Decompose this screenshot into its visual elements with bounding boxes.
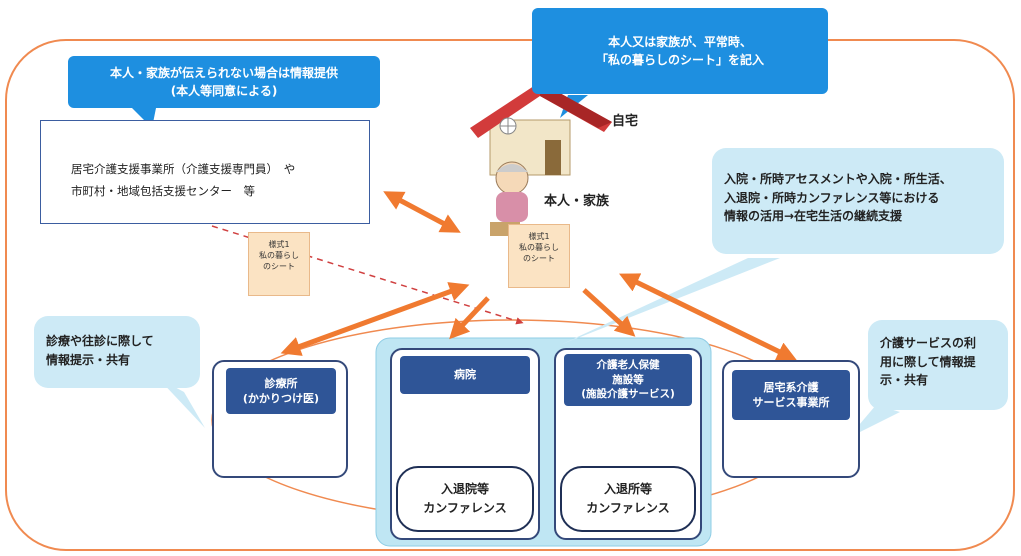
facility-header-line1: 介護老人保健	[596, 358, 660, 371]
note-sheet-center-line2: 私の暮らし	[519, 243, 559, 253]
note-sheet-left: 様式1 私の暮らし のシート	[248, 232, 310, 296]
clinic-header-line1: 診療所	[264, 376, 298, 390]
conference-hospital: 入退院等 カンファレンス	[396, 466, 534, 532]
note-sheet-center-line3: のシート	[523, 254, 555, 264]
facility-header-line2: 施設等	[612, 373, 644, 386]
callout-service-sharing: 介護サービスの利 用に際して情報提 示・共有	[868, 320, 1008, 410]
facility-header: 介護老人保健 施設等 (施設介護サービス)	[564, 354, 692, 406]
home-service-header-line1: 居宅系介護	[763, 380, 819, 394]
callout-clinic-sharing-line1: 診療や往診に際して	[46, 334, 154, 348]
callout-service-sharing-line3: 示・共有	[880, 373, 929, 388]
conference-facility-line1: 入退所等	[603, 481, 652, 496]
clinic-header: 診療所 (かかりつけ医)	[226, 368, 336, 414]
home-service-header-line2: サービス事業所	[752, 396, 830, 409]
right-low-callout-tail	[848, 405, 900, 438]
conference-hospital-line1: 入退院等	[440, 481, 489, 496]
note-sheet-left-line3: のシート	[263, 262, 295, 272]
home-service-header: 居宅系介護 サービス事業所	[732, 370, 850, 420]
callout-clinic-sharing: 診療や往診に際して 情報提示・共有	[34, 316, 200, 388]
callout-service-sharing-line1: 介護サービスの利	[880, 336, 977, 350]
callout-assessment-support: 入院・所時アセスメントや入院・所生活、 入退院・所時カンファレンス等における 情…	[712, 148, 1004, 254]
conference-hospital-line2: カンファレンス	[423, 501, 507, 515]
person-label: 本人・家族	[544, 194, 610, 209]
callout-family-record-line2: 「私の暮らしのシート」を記入	[595, 53, 764, 67]
care-office-box: 居宅介護支援事業所（介護支援専門員） や 市町村・地域包括支援センター 等	[40, 120, 370, 224]
house-illustration	[470, 82, 612, 176]
left-low-callout-tail	[158, 378, 205, 428]
callout-assessment-line3: 情報の活用→在宅生活の継続支援	[724, 209, 903, 224]
callout-info-provision: 本人・家族が伝えられない場合は情報提供 (本人等同意による)	[68, 56, 380, 108]
callout-service-sharing-line2: 用に際して情報提	[880, 354, 976, 369]
arrow-person-clinic	[280, 282, 470, 356]
callout-family-record: 本人又は家族が、平常時、 「私の暮らしのシート」を記入	[532, 8, 828, 94]
conference-facility: 入退所等 カンファレンス	[560, 466, 696, 532]
care-office-line2: 市町村・地域包括支援センター 等	[71, 184, 255, 198]
note-sheet-center-line1: 様式1	[528, 232, 550, 241]
note-sheet-center: 様式1 私の暮らし のシート	[508, 224, 570, 288]
home-label: 自宅	[612, 114, 639, 129]
callout-info-provision-line2: (本人等同意による)	[170, 84, 278, 98]
callout-info-provision-line1: 本人・家族が伝えられない場合は情報提供	[109, 66, 338, 80]
note-sheet-left-line2: 私の暮らし	[259, 251, 299, 261]
callout-clinic-sharing-line2: 情報提示・共有	[46, 352, 131, 367]
outer-boundary	[5, 39, 1015, 551]
hospital-header-line1: 病院	[454, 368, 476, 382]
facility-header-line3: (施設介護サービス)	[581, 388, 675, 401]
arrow-person-hospital	[449, 296, 490, 340]
callout-assessment-line2: 入退院・所時カンファレンス等における	[724, 190, 940, 205]
note-sheet-left-line1: 様式1	[268, 240, 290, 249]
hospital-header: 病院	[400, 356, 530, 394]
callout-family-record-line1: 本人又は家族が、平常時、	[608, 35, 752, 49]
conference-facility-line2: カンファレンス	[586, 501, 670, 515]
arrow-person-home-service	[619, 273, 797, 361]
clinic-header-line2: (かかりつけ医)	[242, 392, 320, 405]
callout-assessment-line1: 入院・所時アセスメントや入院・所生活、	[724, 172, 952, 186]
arrow-person-care-office	[383, 191, 461, 233]
care-office-line1: 居宅介護支援事業所（介護支援専門員） や	[71, 162, 296, 176]
